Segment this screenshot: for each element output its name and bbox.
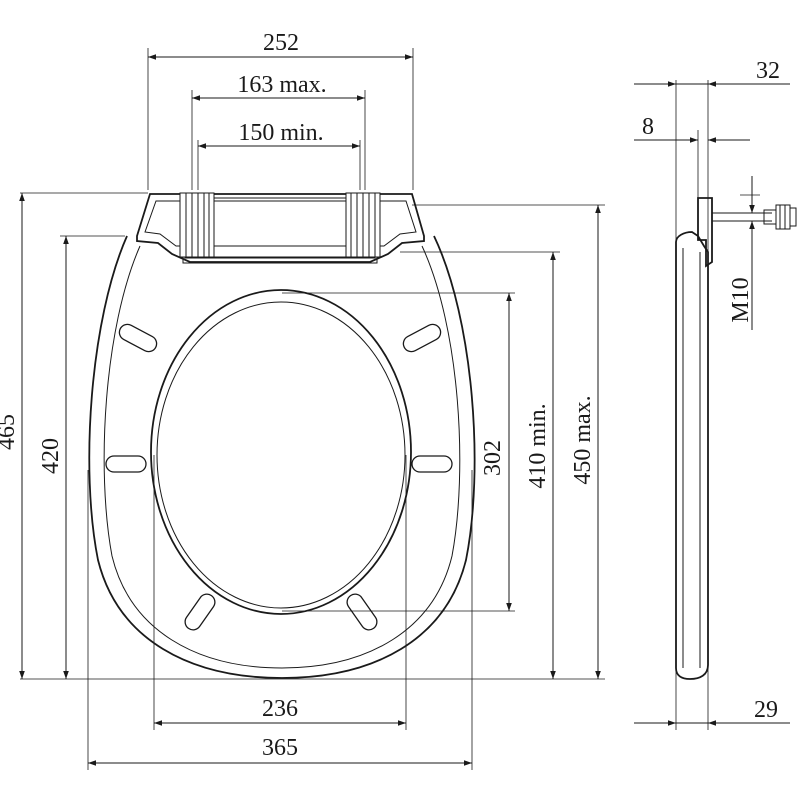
dimension-side-thickness: 29 — [634, 697, 790, 726]
dim-label: 420 — [38, 438, 64, 474]
bumper-slot — [118, 323, 158, 353]
dim-label: 163 max. — [237, 72, 326, 98]
dimension-top-width: 252 — [148, 30, 413, 60]
bumper-slot — [411, 455, 453, 473]
dim-label: 450 max. — [570, 395, 596, 484]
dim-label: 365 — [262, 735, 298, 761]
dim-label: 465 — [0, 414, 20, 450]
dim-label: 150 min. — [238, 120, 323, 146]
extension-lines — [20, 48, 605, 770]
dim-label: 29 — [754, 697, 778, 723]
seat-plan-view — [88, 192, 476, 679]
dimension-bolt-thread: M10 — [728, 176, 755, 330]
bumper-slot — [402, 323, 442, 353]
seat-side-profile — [675, 231, 709, 680]
dim-label: 252 — [263, 30, 299, 56]
bumper-slot — [105, 455, 147, 473]
dim-label: M10 — [728, 277, 754, 322]
dimension-fit-length-min: 410 min. — [525, 252, 556, 679]
seat-opening-inner — [156, 301, 406, 609]
dim-label: 8 — [642, 114, 654, 140]
hinge-housing — [136, 193, 425, 263]
hinge-housing-inner — [144, 200, 417, 247]
seat-opening-outer — [150, 289, 412, 615]
dimension-hinge-max: 163 max. — [192, 72, 365, 101]
dim-label: 32 — [756, 58, 780, 84]
dim-label: 236 — [262, 696, 298, 722]
mounting-bolt — [712, 204, 797, 230]
dimension-opening-width: 236 — [154, 696, 406, 726]
seat-outer-outline — [88, 235, 476, 679]
dimension-opening-length: 302 — [480, 293, 512, 611]
hinge-bar-bottom — [182, 256, 378, 264]
dimension-overall-length: 465 — [0, 193, 25, 679]
dim-label: 410 min. — [525, 403, 551, 488]
dimension-overall-width: 365 — [88, 735, 472, 766]
seat-rim-line — [103, 245, 461, 669]
dimension-seat-length: 420 — [38, 236, 69, 679]
seat-side-view: 32 8 M10 29 — [634, 58, 797, 730]
dimension-hinge-min: 150 min. — [198, 120, 360, 149]
dim-label: 302 — [480, 440, 506, 476]
dimension-side-total: 32 — [634, 58, 790, 87]
left-hinge-cylinder — [179, 192, 215, 258]
dimension-side-gap: 8 — [634, 114, 750, 143]
dimension-fit-length-max: 450 max. — [570, 205, 601, 679]
bumper-slot — [184, 593, 216, 631]
right-hinge-cylinder — [345, 192, 381, 258]
hinge-bracket — [697, 197, 713, 268]
bumper-slot — [346, 593, 378, 631]
